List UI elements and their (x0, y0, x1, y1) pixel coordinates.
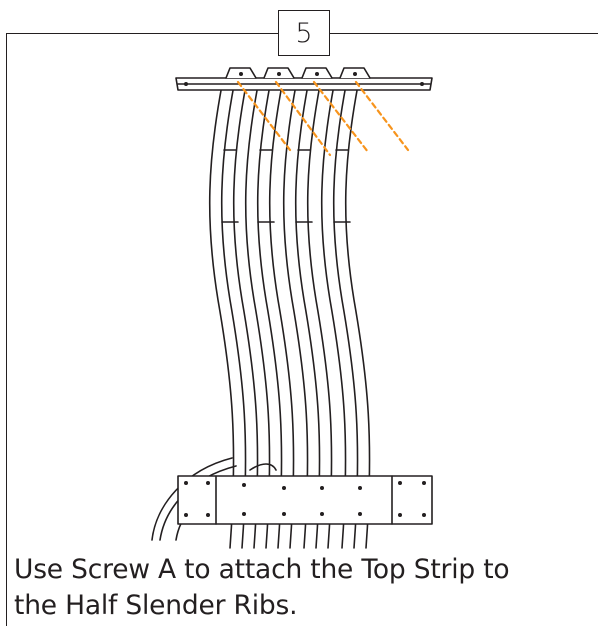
top-strip (175, 67, 433, 91)
screw-guide-lines (236, 80, 410, 157)
half-slender-rib-2 (244, 84, 295, 549)
half-slender-rib-3 (282, 84, 333, 549)
step-number-badge: 5 (278, 10, 330, 56)
half-slender-rib-1 (208, 84, 259, 549)
instruction-text: Use Screw A to attach the Top Strip to t… (14, 552, 594, 624)
assembly-illustration (151, 67, 433, 549)
instruction-line-2: the Half Slender Ribs. (14, 590, 298, 621)
half-slender-rib-4 (320, 84, 371, 549)
bottom-strip (177, 475, 433, 525)
instruction-line-1: Use Screw A to attach the Top Strip to (14, 554, 510, 585)
